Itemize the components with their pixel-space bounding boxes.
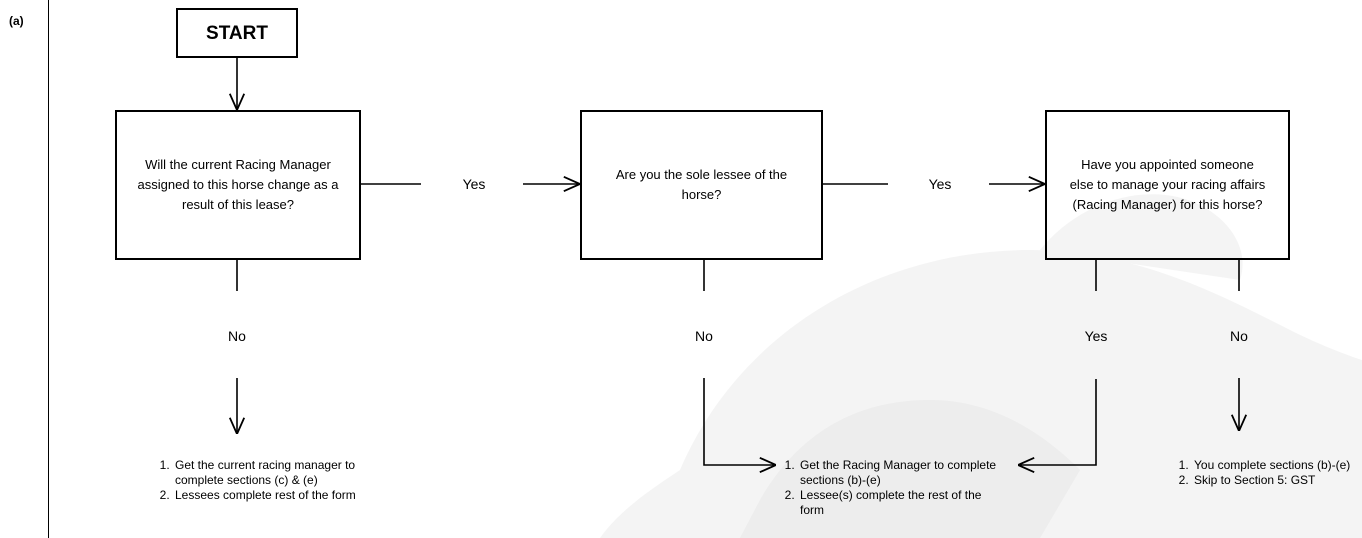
outcome-step: Lessees complete rest of the form: [173, 488, 403, 503]
q3-no-label: No: [1230, 328, 1248, 344]
outcome-step: Get the current racing manager to comple…: [173, 458, 403, 488]
section-divider: [48, 0, 49, 538]
q1-no-label: No: [228, 328, 246, 344]
outcome-step: Lessee(s) complete the rest of the form: [798, 488, 998, 518]
outcome-self-complete: You complete sections (b)-(e) Skip to Se…: [1174, 458, 1362, 488]
q3-yes-arrow: [1018, 379, 1097, 465]
outcome-step: You complete sections (b)-(e): [1192, 458, 1362, 473]
q2-no-label: No: [695, 328, 713, 344]
outcome-step: Skip to Section 5: GST: [1192, 473, 1362, 488]
outcome-step: Get the Racing Manager to complete secti…: [798, 458, 998, 488]
racing-manager-change-question: Will the current Racing Manager assigned…: [115, 110, 361, 260]
outcome-current-manager: Get the current racing manager to comple…: [155, 458, 403, 503]
start-box: START: [176, 8, 298, 58]
q2-no-arrow: [703, 378, 776, 465]
appointed-manager-question: Have you appointed someone else to manag…: [1045, 110, 1290, 260]
sole-lessee-question: Are you the sole lessee of the horse?: [580, 110, 823, 260]
outcome-racing-manager: Get the Racing Manager to complete secti…: [780, 458, 998, 518]
q3-yes-label: Yes: [1084, 328, 1108, 344]
q2-yes-label: Yes: [928, 176, 952, 192]
section-label: (a): [9, 14, 24, 28]
q1-yes-label: Yes: [462, 176, 486, 192]
